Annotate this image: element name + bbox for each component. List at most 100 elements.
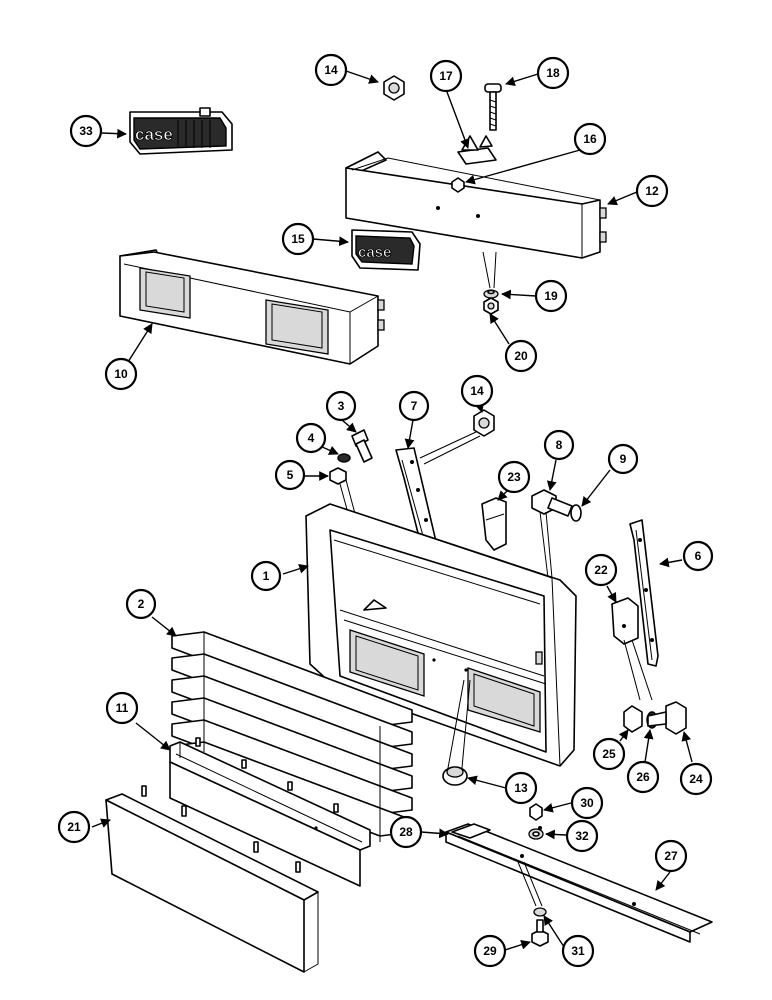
part-21-panel [105, 785, 319, 973]
svg-text:3: 3 [338, 399, 345, 413]
part-13-plug [442, 766, 468, 786]
callout-31: 31 [561, 934, 595, 968]
svg-text:14: 14 [324, 63, 338, 77]
svg-text:13: 13 [514, 781, 528, 795]
callout-13: 13 [504, 771, 538, 805]
part-24-bolt [647, 701, 687, 735]
part-20-nut [483, 297, 499, 315]
svg-text:19: 19 [544, 289, 558, 303]
callout-14-mid: 14 [460, 374, 494, 408]
part-11-filter-panel [169, 737, 371, 887]
svg-text:22: 22 [594, 563, 608, 577]
callout-14-top: 14 [314, 53, 348, 87]
part-12-upper-panel [345, 135, 607, 259]
callout-16: 16 [573, 122, 607, 156]
callout-32: 32 [565, 819, 599, 853]
logo-text-33: case [135, 125, 173, 144]
part-27-bottom-plate [445, 823, 713, 943]
svg-text:17: 17 [439, 69, 453, 83]
part-22-plate [611, 597, 639, 645]
callout-19: 19 [534, 279, 568, 313]
svg-text:4: 4 [308, 431, 315, 445]
logo-text-15: case [358, 244, 391, 261]
part-2-louvers [171, 631, 413, 842]
callout-26: 26 [626, 760, 660, 794]
leader-lines [91, 70, 693, 951]
callout-3: 3 [325, 390, 357, 422]
callout-27: 27 [654, 839, 688, 873]
callout-6: 6 [682, 540, 714, 572]
callout-15: 15 [281, 222, 315, 256]
callout-24: 24 [679, 762, 713, 796]
svg-text:14: 14 [470, 384, 484, 398]
callout-1: 1 [250, 560, 282, 592]
callout-20: 20 [504, 339, 538, 373]
svg-text:16: 16 [583, 132, 597, 146]
svg-text:6: 6 [695, 549, 702, 563]
part-14-nut-top [383, 75, 405, 101]
part-8-bolt [531, 489, 573, 517]
svg-text:10: 10 [114, 367, 128, 381]
svg-text:23: 23 [507, 470, 521, 484]
callout-10: 10 [104, 357, 138, 391]
svg-text:29: 29 [483, 944, 497, 958]
svg-text:30: 30 [580, 796, 594, 810]
callout-9: 9 [607, 443, 639, 475]
callouts: 33 14 17 18 16 12 15 19 20 10 3 7 14 4 5… [57, 53, 714, 968]
callout-2: 2 [125, 588, 157, 620]
part-18-bolt [484, 83, 502, 131]
part-23-bracket [481, 497, 507, 551]
svg-text:5: 5 [287, 468, 294, 482]
part-19-washer [483, 289, 499, 299]
callout-33: 33 [69, 114, 103, 148]
part-15-emblem: case [351, 229, 421, 271]
svg-text:24: 24 [689, 772, 703, 786]
svg-text:25: 25 [602, 747, 616, 761]
callout-25: 25 [592, 737, 626, 771]
svg-text:20: 20 [514, 349, 528, 363]
svg-text:27: 27 [664, 849, 678, 863]
callout-4: 4 [295, 422, 327, 454]
svg-text:12: 12 [645, 184, 659, 198]
svg-text:18: 18 [546, 66, 560, 80]
svg-text:28: 28 [399, 825, 413, 839]
part-25-nut [623, 705, 643, 733]
svg-text:33: 33 [79, 124, 93, 138]
part-29-bolt [531, 919, 549, 947]
part-3-bolt [351, 429, 373, 463]
part-28-bracket [451, 823, 491, 839]
part-16-nut [451, 177, 465, 193]
part-10-lower-panel [119, 249, 385, 365]
callout-12: 12 [635, 174, 669, 208]
part-14-nut-mid [473, 409, 495, 437]
callout-8: 8 [543, 429, 575, 461]
svg-text:7: 7 [411, 399, 418, 413]
part-31-washer [533, 907, 547, 917]
part-1-grille-frame [305, 503, 577, 767]
part-4-lockwasher [337, 453, 351, 463]
callout-23: 23 [497, 460, 531, 494]
svg-text:31: 31 [571, 944, 585, 958]
svg-text:8: 8 [556, 438, 563, 452]
part-6-bracket [629, 519, 659, 667]
callout-11: 11 [105, 691, 139, 725]
callout-30: 30 [570, 786, 604, 820]
callout-17: 17 [429, 59, 463, 93]
svg-text:26: 26 [636, 770, 650, 784]
svg-text:9: 9 [620, 452, 627, 466]
callout-7: 7 [398, 390, 430, 422]
callout-21: 21 [57, 810, 91, 844]
svg-text:32: 32 [575, 829, 589, 843]
part-30-nut [529, 803, 543, 821]
part-5-nut [329, 467, 347, 485]
part-32-washer [528, 828, 544, 840]
callout-5: 5 [274, 459, 306, 491]
svg-text:1: 1 [263, 569, 270, 583]
svg-text:11: 11 [116, 701, 129, 715]
svg-text:15: 15 [291, 232, 305, 246]
svg-text:21: 21 [67, 820, 81, 834]
part-9-washer [570, 504, 582, 522]
callout-29: 29 [473, 934, 507, 968]
callout-22: 22 [584, 553, 618, 587]
